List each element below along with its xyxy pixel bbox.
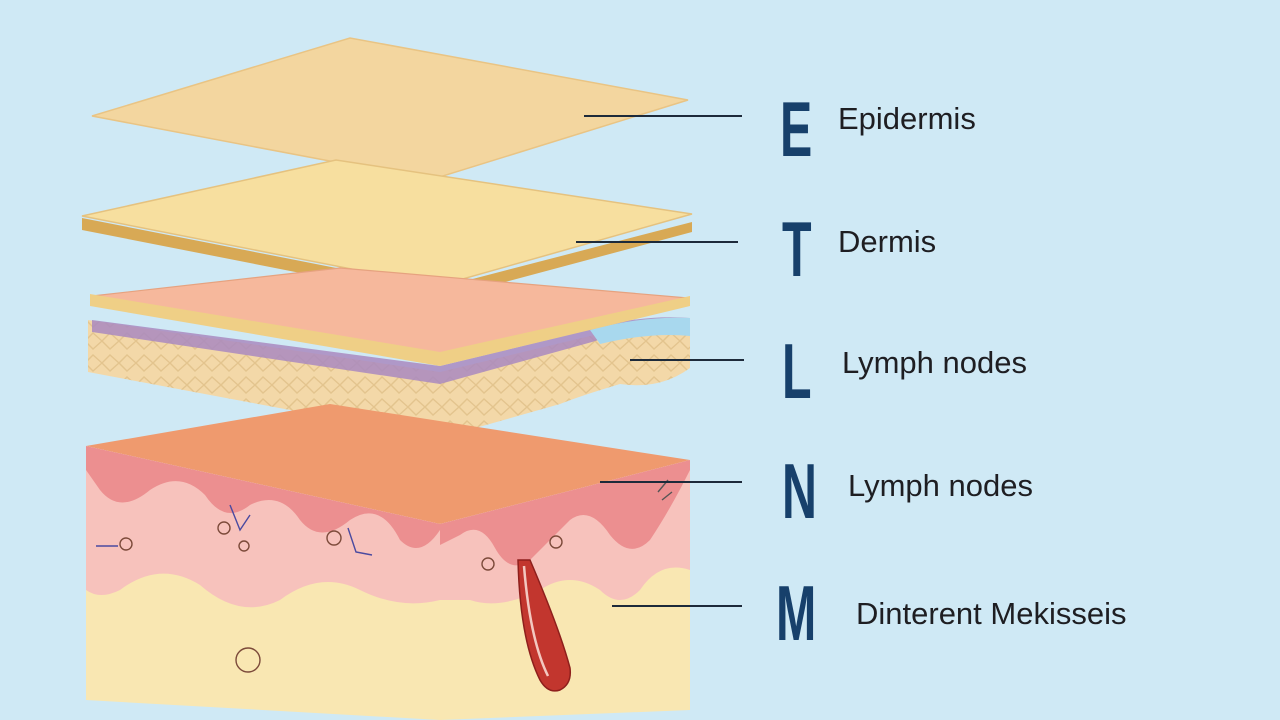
layer-label-metastasis: Dinterent Mekisseis — [856, 596, 1127, 631]
block-left-pink — [86, 446, 440, 608]
blood-vessel — [517, 559, 572, 692]
blood-vessel-inner — [522, 565, 550, 677]
layer-label-epidermis: Epidermis — [838, 101, 976, 136]
stage-letter-t: T — [782, 205, 812, 293]
lymph-blue-band — [590, 317, 690, 344]
epidermis-sheet — [91, 37, 689, 181]
pink-sheet-rim — [90, 294, 690, 366]
layer-label-lymph-nodes-2: Lymph nodes — [848, 468, 1033, 503]
dermis-sheet — [81, 159, 693, 287]
stage-letter-n: N — [782, 447, 817, 535]
block-right-dark-pink — [440, 460, 690, 566]
block-top-face — [86, 404, 690, 524]
stage-letter-l: L — [782, 327, 812, 415]
stage-letter-m: M — [776, 569, 817, 657]
block-left-dark-pink — [86, 446, 440, 548]
stage-letter-e: E — [780, 85, 813, 173]
layer-label-lymph-nodes-1: Lymph nodes — [842, 345, 1027, 380]
layer-label-dermis: Dermis — [838, 224, 937, 259]
